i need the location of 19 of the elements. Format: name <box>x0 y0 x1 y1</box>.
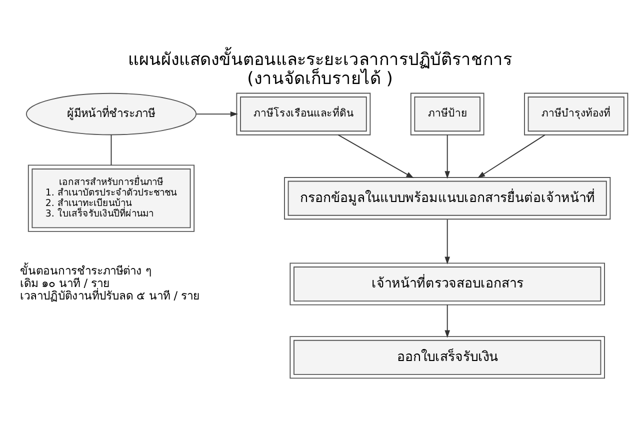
arrow <box>338 134 414 178</box>
label: เดิม ๑๐ นาที / ราย <box>20 276 110 290</box>
label: เวลาปฏิบัติงานที่ปรับลด ๕ นาที / ราย <box>20 288 200 302</box>
node-ellipse: ผู้มีหน้าที่ชำระภาษี <box>26 92 197 136</box>
node-box: เจ้าหน้าที่ตรวจสอบเอกสาร <box>290 262 605 306</box>
label: ขั้นตอนการชำระภาษีต่าง ๆ <box>20 264 152 278</box>
node-box: ภาษีป้าย <box>410 92 484 136</box>
arrow <box>477 134 546 178</box>
node-box: กรอกข้อมูลในแบบพร้อมแนบเอกสารยื่นต่อเจ้าหน้าที่ <box>284 177 611 220</box>
node-box: ออกใบเสร็จรับเงิน <box>290 336 605 379</box>
node-box: เอกสารสำหรับการยื่นภาษี 1. สำเนาบัตรประจำตัวประชาชน 2. สำเนาทะเบียนบ้าน 3. ใบเสร็จรับเงินปีที่ผ่านมา <box>28 164 195 232</box>
node-box: ภาษีโรงเรือนและที่ดิน <box>236 92 371 136</box>
arrow <box>196 111 238 117</box>
connector <box>110 134 112 166</box>
arrow <box>444 304 450 338</box>
arrow <box>444 219 450 264</box>
arrow <box>444 134 450 179</box>
caption: (งานจัดเก็บรายได้ ) <box>247 69 393 90</box>
node-box: ภาษีบำรุงท้องที่ <box>524 92 628 136</box>
